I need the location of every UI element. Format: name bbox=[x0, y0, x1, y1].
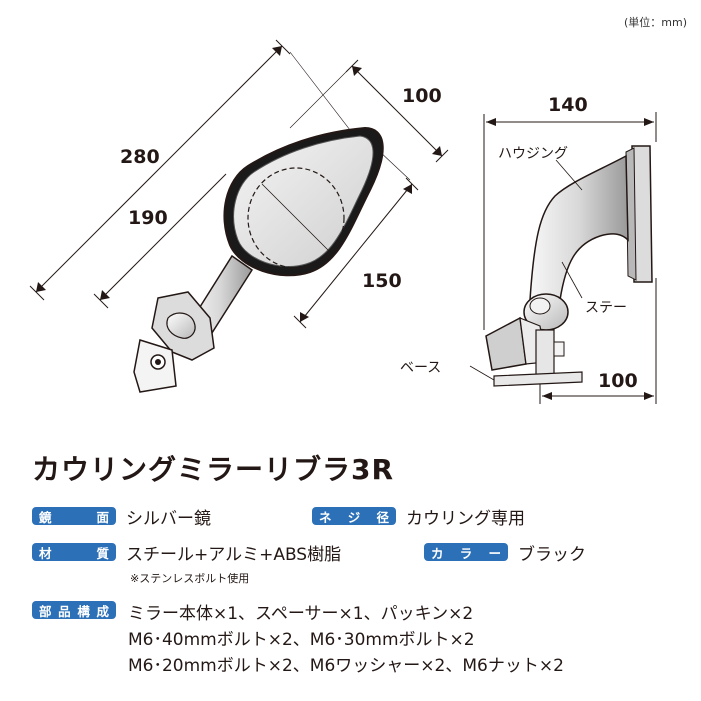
spec-row-mirror-face: 鏡 面 シルバー鏡 bbox=[32, 504, 211, 529]
parts-line-2: M6･40mmボルト×2、M6･30mmボルト×2 bbox=[128, 630, 475, 650]
parts-line-3: M6･20mmボルト×2、M6ワッシャー×2、M6ナット×2 bbox=[128, 656, 564, 676]
value-color: ブラック bbox=[518, 544, 586, 565]
badge-thread: ネ ジ 径 bbox=[312, 507, 396, 525]
material-note: ※ステンレスボルト使用 bbox=[130, 572, 250, 585]
value-thread: カウリング専用 bbox=[406, 508, 525, 529]
dim-front-inner: 190 bbox=[128, 207, 168, 229]
dim-front-total: 280 bbox=[120, 146, 160, 168]
badge-material: 材 質 bbox=[32, 543, 116, 561]
spec-row-color: カ ラ ー ブラック bbox=[424, 540, 586, 565]
badge-color: カ ラ ー bbox=[424, 543, 508, 561]
dim-side-width: 140 bbox=[548, 94, 588, 116]
dim-front-mirror-width: 100 bbox=[402, 85, 442, 107]
spec-row-parts: 部 品 構 成 bbox=[32, 598, 116, 622]
spec-row-material: 材 質 スチール+アルミ+ABS樹脂 bbox=[32, 540, 342, 565]
callout-base: ベース bbox=[400, 360, 441, 376]
value-material: スチール+アルミ+ABS樹脂 bbox=[126, 544, 342, 565]
badge-mirror-face: 鏡 面 bbox=[32, 507, 116, 525]
dim-side-base: 100 bbox=[598, 370, 638, 392]
callout-housing: ハウジング bbox=[498, 146, 568, 162]
product-title: カウリングミラーリブラ3R bbox=[32, 453, 395, 486]
callout-stay: ステー bbox=[585, 300, 627, 316]
dim-front-mirror-length: 150 bbox=[362, 270, 402, 292]
spec-row-thread: ネ ジ 径 カウリング専用 bbox=[312, 504, 525, 529]
badge-parts: 部 品 構 成 bbox=[32, 601, 116, 619]
parts-line-1: ミラー本体×1、スペーサー×1、パッキン×2 bbox=[128, 604, 474, 624]
technical-drawing: 280 190 100 150 bbox=[29, 39, 657, 404]
value-mirror-face: シルバー鏡 bbox=[126, 508, 211, 529]
side-view bbox=[469, 112, 657, 404]
front-view bbox=[29, 39, 449, 393]
unit-label: (単位：mm) bbox=[623, 16, 687, 29]
